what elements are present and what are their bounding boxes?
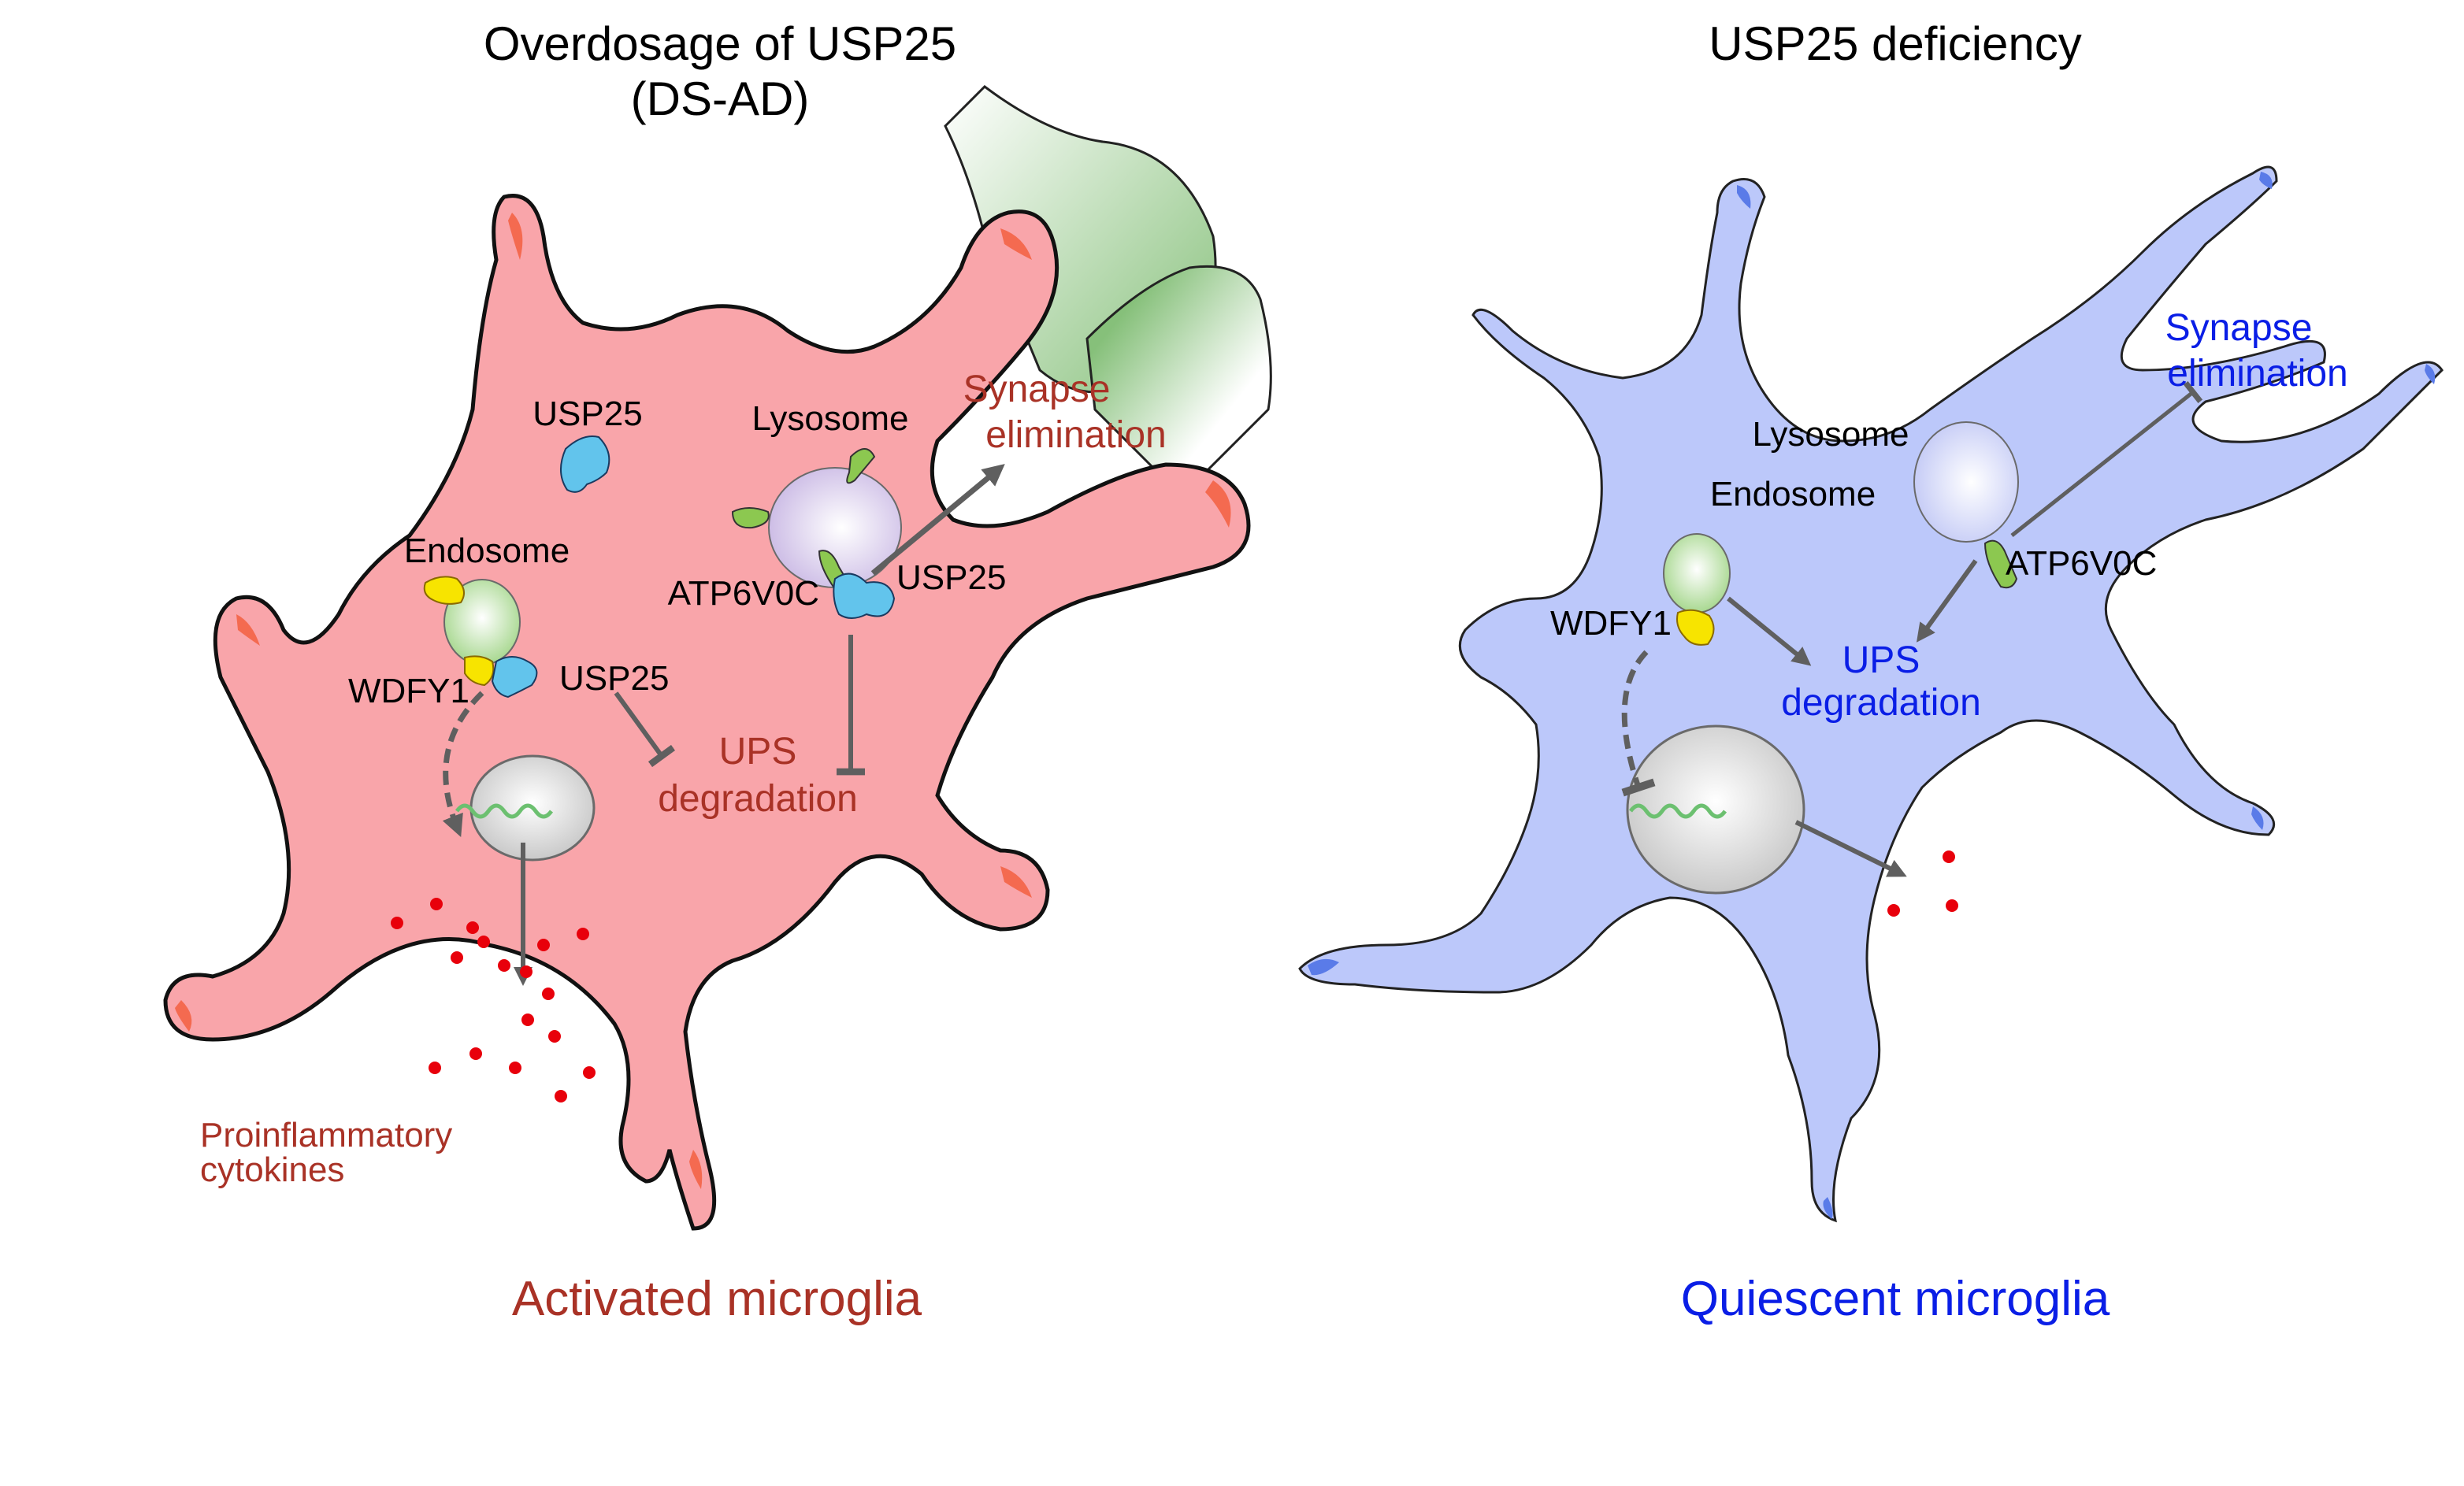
label-cytokines-line2: cytokines <box>200 1151 344 1189</box>
dashed-arrow-to-nucleus <box>442 691 484 838</box>
atp6v0c-protein-left <box>731 507 770 529</box>
arrow-to-synapse-elimination <box>870 464 1005 576</box>
label-wdfy1-right: WDFY1 <box>1550 604 1672 643</box>
cytokine-dot <box>1946 899 1958 912</box>
label-atp6v0c: ATP6V0C <box>668 574 819 613</box>
lysosome-organelle-right <box>1913 421 2019 543</box>
label-ups-line1: UPS <box>719 731 797 773</box>
cytokine-dot <box>521 1014 534 1026</box>
atp6v0c-protein-top <box>846 448 876 484</box>
nucleus-right <box>1626 724 1805 895</box>
inhibit-line-to-synapse <box>2010 381 2203 537</box>
cytokine-dot <box>429 1062 441 1074</box>
label-ups-line2-right: degradation <box>1781 682 1981 724</box>
cytokine-dot <box>537 939 550 951</box>
label-usp25-lysosome: USP25 <box>896 558 1006 597</box>
wdfy1-protein-right <box>1676 609 1715 646</box>
cytokine-dot <box>577 928 589 940</box>
inhibit-line-endosome-ups <box>614 691 676 768</box>
label-endosome: Endosome <box>404 532 570 570</box>
label-ups-line2: degradation <box>658 778 858 820</box>
label-synapse-line2: elimination <box>985 414 1166 456</box>
usp25-protein-endosome <box>491 656 538 699</box>
label-cytokines-line1: Proinflammatory <box>200 1116 452 1154</box>
cell-edge-accents <box>175 213 1231 1189</box>
right-panel: USP25 deficiency Lysosome Endosome Synap… <box>1298 17 2444 1326</box>
activated-microglia-cell <box>163 194 1251 1231</box>
process-tip-accents <box>1308 172 2436 1219</box>
cytokine-dot <box>469 1047 482 1060</box>
wdfy1-protein-bottom <box>464 655 495 687</box>
dashed-inhibit-to-nucleus <box>1621 650 1656 797</box>
left-title-line2: (DS-AD) <box>631 72 810 125</box>
cytokine-dot <box>477 936 490 948</box>
cytokine-dot <box>1887 904 1900 917</box>
usp25-protein-free <box>560 435 610 493</box>
right-caption: Quiescent microglia <box>1681 1272 2110 1326</box>
cytokine-dot <box>430 898 443 910</box>
usp25-protein-lysosome <box>833 573 896 619</box>
label-endosome-right: Endosome <box>1710 475 1876 513</box>
quiescent-microglia-cell <box>1298 165 2444 1223</box>
cytokine-dot <box>1943 850 1955 863</box>
left-caption: Activated microglia <box>512 1272 922 1326</box>
wdfy1-protein-top <box>423 576 465 605</box>
label-ups-line1-right: UPS <box>1842 639 1920 681</box>
label-synapse-line1: Synapse <box>963 369 1111 410</box>
cytokine-dot <box>520 965 533 978</box>
label-wdfy1: WDFY1 <box>348 672 469 710</box>
left-title-line1: Overdosage of USP25 <box>484 17 956 70</box>
label-atp6v0c-right: ATP6V0C <box>2006 544 2157 583</box>
label-synapse-line2-right: elimination <box>2167 353 2347 395</box>
cytokine-dot <box>466 921 479 934</box>
label-lysosome: Lysosome <box>752 399 909 438</box>
right-title: USP25 deficiency <box>1709 17 2082 70</box>
label-synapse-line1-right: Synapse <box>2165 307 2313 349</box>
cytokine-dot <box>391 917 403 929</box>
arrow-nucleus-to-dots <box>1794 820 1907 877</box>
cytokine-dot <box>498 959 510 972</box>
cytokine-dot <box>583 1066 596 1079</box>
cytokine-dot <box>555 1090 567 1102</box>
synapse-terminal-lower <box>1085 265 1272 498</box>
cytokine-dots-right <box>1887 850 1958 917</box>
endosome-organelle-right <box>1663 533 1731 613</box>
cytokine-dot <box>548 1030 561 1043</box>
left-panel: Overdosage of USP25 (DS-AD) USP25 Lysoso… <box>163 17 1272 1326</box>
arrow-wdfy1-to-ups <box>1727 596 1812 666</box>
dna-helix-icon-right <box>1628 803 1727 819</box>
cytokine-dot <box>451 951 463 964</box>
cytokine-dots <box>391 898 596 1102</box>
cytokine-dot <box>542 988 555 1000</box>
atp6v0c-protein-right <box>1983 539 2018 589</box>
label-usp25-endosome: USP25 <box>559 659 669 698</box>
arrow-atp6v0c-to-ups <box>1916 559 1978 643</box>
label-usp25-free: USP25 <box>533 395 642 433</box>
cytokine-dot <box>509 1062 521 1074</box>
dna-helix-icon <box>455 803 554 819</box>
label-lysosome-right: Lysosome <box>1753 415 1909 454</box>
